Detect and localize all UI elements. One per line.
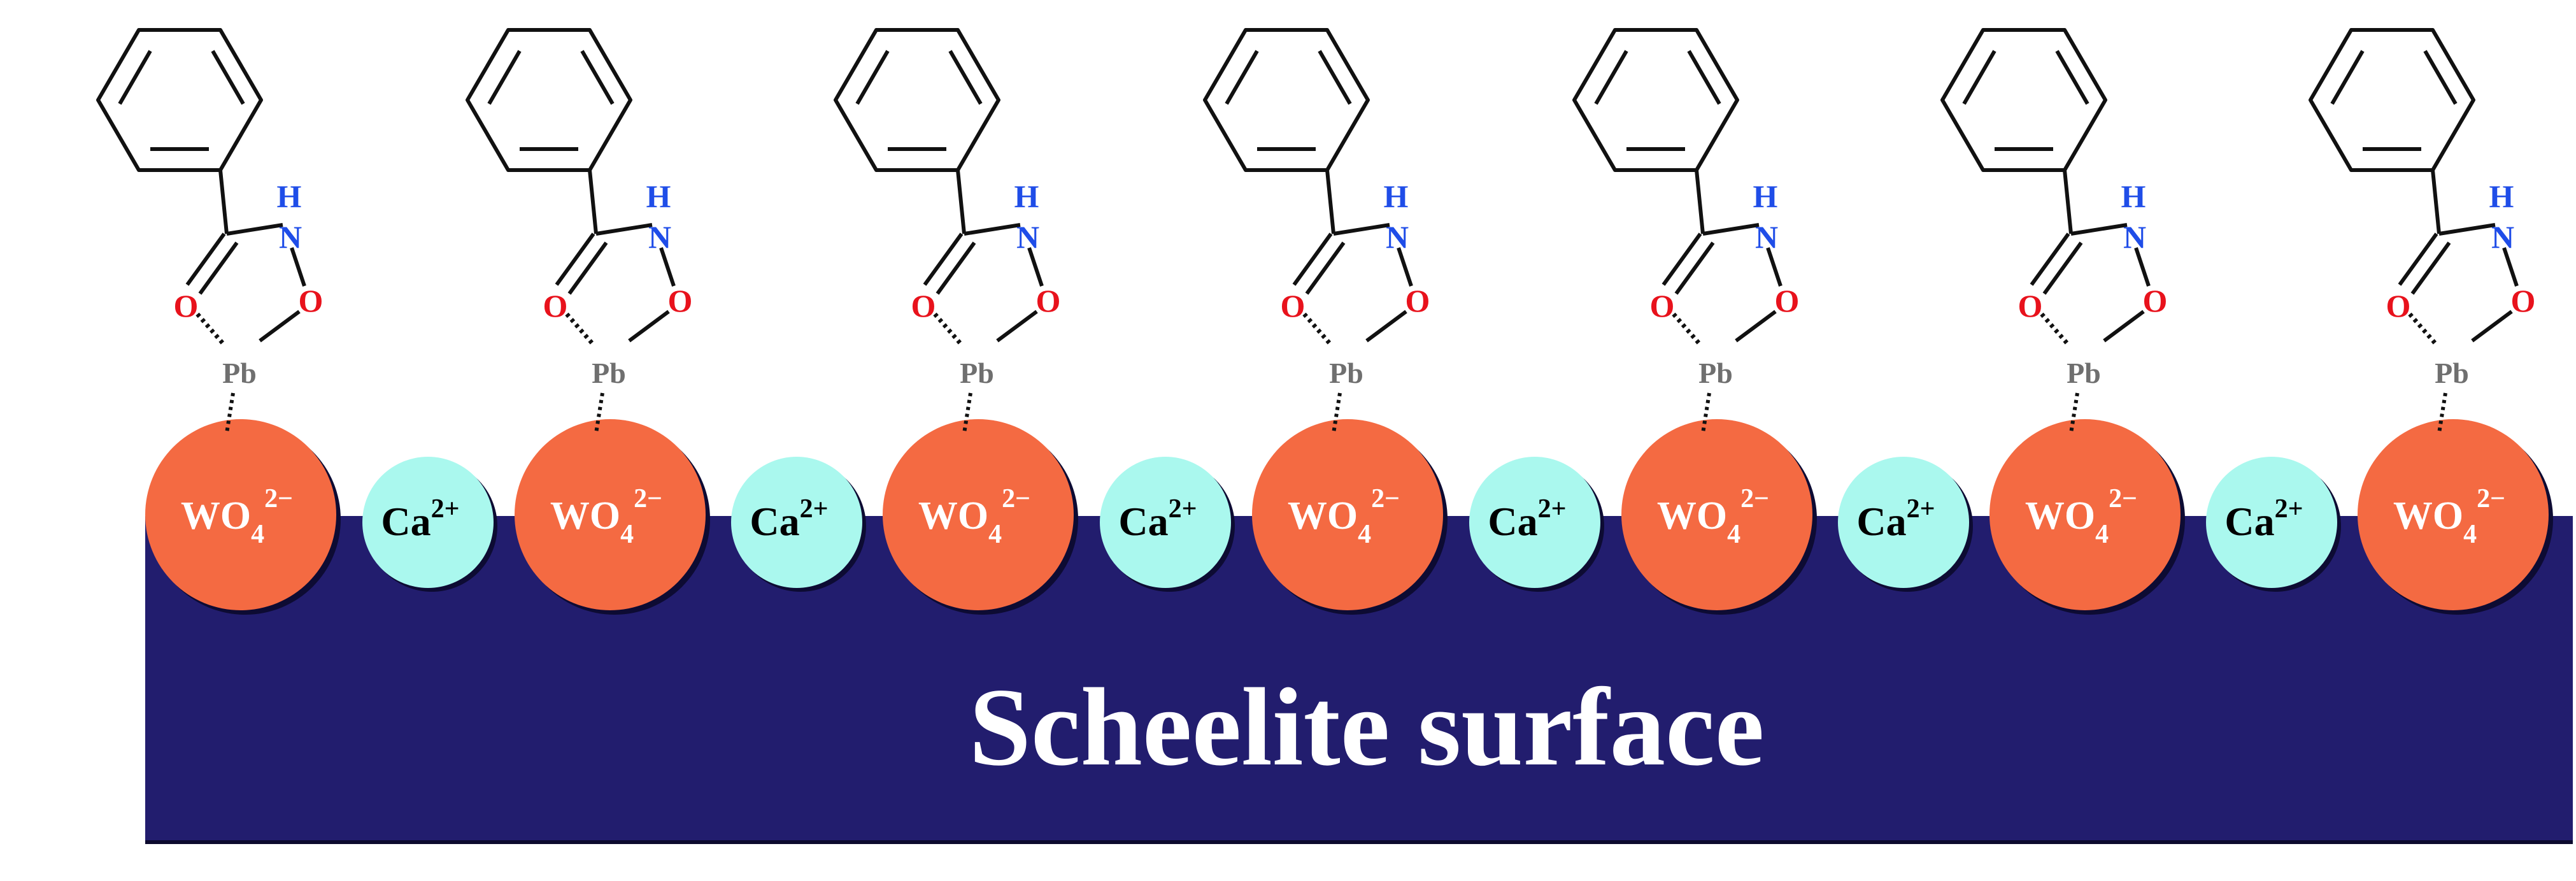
calcium-ion-label: Ca2+ (1488, 494, 1566, 544)
carbonyl-oxygen-atom: O (1281, 288, 1306, 324)
tungstate-ion-circle (883, 419, 1074, 610)
tungstate-ion-label: WO42− (550, 484, 662, 549)
nitrogen-atom: N (1386, 219, 1409, 255)
nitrogen-atom: N (279, 219, 302, 255)
hydrogen-atom: H (1384, 178, 1409, 214)
carbonyl-oxygen-atom: O (911, 288, 936, 324)
tungstate-ion-label: WO42− (2393, 484, 2505, 549)
lead-atom: Pb (222, 357, 257, 389)
lead-atom: Pb (2067, 357, 2101, 389)
calcium-ion-circle (731, 457, 862, 588)
tungstate-ion-label: WO42− (1288, 484, 1400, 549)
tungstate-ion-label: WO42− (1657, 484, 1769, 549)
ion-row: Ca2+ Ca2+ Ca2+ Ca2+ Ca2+ Ca2+ WO42− WO42− WO42− W… (145, 419, 2553, 615)
tungstate-ion: WO42− (145, 419, 341, 615)
nitrogen-atom: N (1016, 219, 1039, 255)
tungstate-ion-label: WO42− (2025, 484, 2137, 549)
lead-atom: Pb (1329, 357, 1363, 389)
calcium-ion: Ca2+ (1100, 457, 1235, 592)
nitrogen-atom: N (648, 219, 671, 255)
tungstate-ion: WO42− (1989, 419, 2185, 615)
tungstate-ion-circle (2358, 419, 2549, 610)
hydroxyl-oxygen-atom: O (1405, 283, 1430, 319)
lead-atom: Pb (2435, 357, 2469, 389)
tungstate-ion-circle (1989, 419, 2181, 610)
calcium-ion-circle (362, 457, 494, 588)
tungstate-ion: WO42− (1621, 419, 1817, 615)
tungstate-ion: WO42− (883, 419, 1078, 615)
calcium-ion-label: Ca2+ (1118, 494, 1197, 544)
collector-bonds (1205, 30, 1411, 343)
carbonyl-oxygen-atom: O (543, 288, 568, 324)
calcium-ion-circle (1838, 457, 1969, 588)
calcium-ion: Ca2+ (1469, 457, 1604, 592)
carbonyl-oxygen-atom: O (174, 288, 199, 324)
collector-bonds (467, 30, 674, 343)
hydrogen-atom: H (646, 178, 671, 214)
hydroxyl-oxygen-atom: O (299, 283, 324, 319)
tungstate-ion-circle (1621, 419, 1812, 610)
tungstate-ion-label: WO42− (181, 484, 293, 549)
collector-bonds (1942, 30, 2149, 343)
hydroxyl-oxygen-atom: O (2511, 283, 2536, 319)
calcium-ion: Ca2+ (731, 457, 866, 592)
tungstate-ion-circle (145, 419, 336, 610)
carbonyl-oxygen-atom: O (2018, 288, 2043, 324)
calcium-ion-circle (1100, 457, 1231, 588)
tungstate-ion-circle (1252, 419, 1443, 610)
hydrogen-atom: H (1753, 178, 1778, 214)
nitrogen-atom: N (1755, 219, 1778, 255)
calcium-ion: Ca2+ (1838, 457, 1973, 592)
hydroxyl-oxygen-atom: O (2143, 283, 2168, 319)
lead-atom: Pb (592, 357, 626, 389)
collector-bonds (2310, 30, 2517, 343)
carbonyl-oxygen-atom: O (1650, 288, 1675, 324)
collector-bonds (836, 30, 1042, 343)
tungstate-ion: WO42− (2358, 419, 2553, 615)
tungstate-ion: WO42− (515, 419, 710, 615)
nitrogen-atom: N (2123, 219, 2146, 255)
calcium-ion-circle (1469, 457, 1600, 588)
calcium-ion-label: Ca2+ (381, 494, 459, 544)
calcium-ion-label: Ca2+ (750, 494, 828, 544)
tungstate-ion: WO42− (1252, 419, 1448, 615)
lead-atom: Pb (1698, 357, 1733, 389)
hydrogen-atom: H (277, 178, 302, 214)
calcium-ion-label: Ca2+ (1856, 494, 1935, 544)
hydroxyl-oxygen-atom: O (1036, 283, 1061, 319)
collector-bonds (1574, 30, 1781, 343)
tungstate-ion-label: WO42− (918, 484, 1030, 549)
hydrogen-atom: H (2489, 178, 2514, 214)
nitrogen-atom: N (2491, 219, 2514, 255)
calcium-ion: Ca2+ (2206, 457, 2341, 592)
lead-atom: Pb (960, 357, 994, 389)
calcium-ion-circle (2206, 457, 2337, 588)
hydroxyl-oxygen-atom: O (668, 283, 693, 319)
hydroxyl-oxygen-atom: O (1775, 283, 1800, 319)
tungstate-ion-circle (515, 419, 706, 610)
calcium-ion-label: Ca2+ (2224, 494, 2303, 544)
carbonyl-oxygen-atom: O (2386, 288, 2411, 324)
collector-bonds (98, 30, 304, 343)
hydrogen-atom: H (2121, 178, 2146, 214)
calcium-ion: Ca2+ (362, 457, 497, 592)
hydrogen-atom: H (1014, 178, 1039, 214)
surface-label: Scheelite surface (969, 665, 1765, 789)
